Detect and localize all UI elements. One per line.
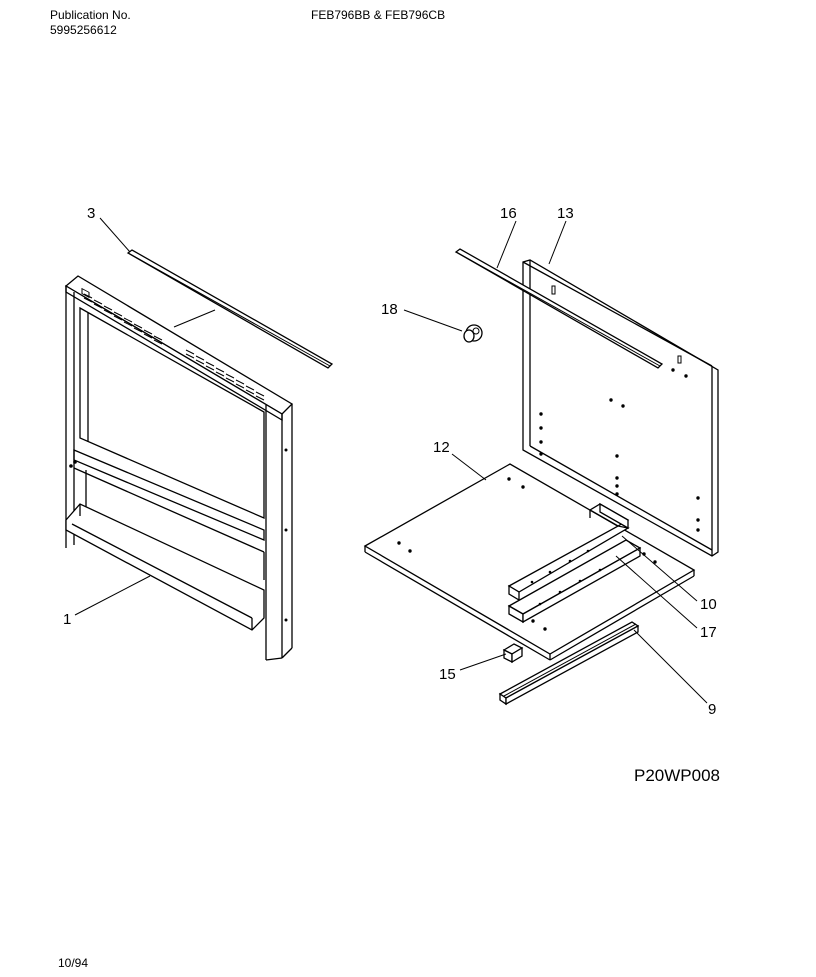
part-13-rear-panel <box>522 259 719 557</box>
part-15-bracket <box>502 643 524 664</box>
part-17-rail <box>507 539 642 624</box>
footer-date: 10/94 <box>58 956 89 970</box>
callout-18: 18 <box>381 301 398 318</box>
callout-17: 17 <box>700 624 717 641</box>
callout-12: 12 <box>433 439 450 456</box>
callout-13: 13 <box>557 205 574 222</box>
part-10-rail <box>507 502 630 602</box>
diagram-code: P20WP008 <box>634 766 720 785</box>
callout-10: 10 <box>700 596 717 613</box>
publication-number: 5995256612 <box>50 23 117 37</box>
callout-1: 1 <box>63 611 71 628</box>
callout-15: 15 <box>439 666 456 683</box>
leader-lines <box>74 217 708 704</box>
part-16-top-strip <box>454 248 664 369</box>
model-numbers: FEB796BB & FEB796CB <box>311 8 446 22</box>
part-12-base-panel <box>363 463 696 661</box>
part-18-plug <box>463 324 483 343</box>
callout-3: 3 <box>87 205 95 222</box>
part-3-trim-strip <box>126 249 334 369</box>
vent-slots <box>81 287 265 401</box>
callout-9: 9 <box>708 701 716 718</box>
callout-16: 16 <box>500 205 517 222</box>
publication-label: Publication No. <box>50 8 131 22</box>
part-1-front-frame <box>64 275 294 661</box>
part-9-bottom-rail <box>498 621 640 706</box>
